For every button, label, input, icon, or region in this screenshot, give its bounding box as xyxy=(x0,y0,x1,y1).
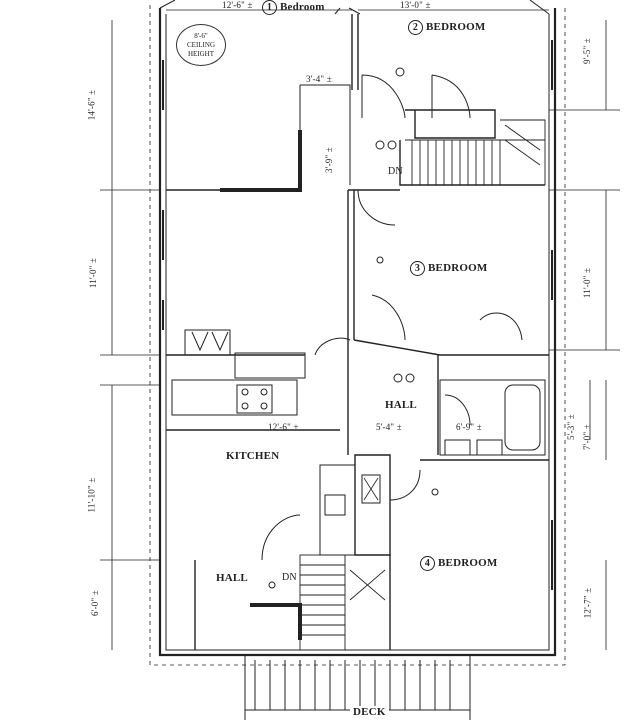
bathroom xyxy=(439,379,546,456)
room-label-deck: DECK xyxy=(350,706,389,718)
dim-right-bedroom-3: 11'-0" ± xyxy=(582,267,593,299)
dashed-outline xyxy=(149,5,566,666)
dim-right-bedroom-2: 9'-5" ± xyxy=(581,38,592,64)
stairs-upper xyxy=(405,119,546,185)
room-label-hall-lower: HALL xyxy=(216,572,248,584)
dim-left-kitchen: 11'-10" ± xyxy=(86,477,97,513)
dim-closet-depth: 3'-9" ± xyxy=(323,147,334,173)
stairs-lower xyxy=(299,554,391,651)
dim-top-right: 13'-0" ± xyxy=(400,0,431,10)
dim-right-bath-b: 7'-0" ± xyxy=(581,424,592,450)
door-swing xyxy=(261,514,301,561)
dimension-lines xyxy=(100,9,620,650)
room-number-2: 2 xyxy=(408,20,423,35)
ceiling-note-line1: 8'-6" xyxy=(194,31,208,40)
room-name-bedroom-4: BEDROOM xyxy=(438,557,498,570)
ceiling-note-line3: HEIGHT xyxy=(187,49,215,58)
room-name-bedroom-3: BEDROOM xyxy=(428,262,488,275)
dim-right-bath-a: 5'-3" ± xyxy=(565,414,576,440)
dim-right-bedroom-4: 12'-7" ± xyxy=(582,587,593,619)
windows xyxy=(162,40,553,590)
partition-wall xyxy=(351,14,359,90)
ceiling-note-line2: CEILING xyxy=(187,40,215,49)
dim-hall-width: 5'-4" ± xyxy=(376,422,402,432)
stair-down-label-lower: DN xyxy=(282,572,297,583)
refrigerator-x xyxy=(363,477,379,501)
partition-wall xyxy=(347,340,439,455)
partition-wall xyxy=(347,190,355,340)
room-name-bedroom-2: BEDROOM xyxy=(426,21,486,34)
room-label-kitchen: KITCHEN xyxy=(226,450,280,462)
closet-heavy-wall xyxy=(220,130,302,192)
partition-wall xyxy=(166,429,549,461)
dim-left-hall: 6'-0" ± xyxy=(89,590,100,616)
door-swing xyxy=(389,469,421,501)
roof-line xyxy=(159,0,550,15)
dim-kitchen-width: 12'-6" ± xyxy=(268,422,299,432)
door-swing xyxy=(357,189,396,226)
door-swing xyxy=(479,312,523,341)
exterior-wall xyxy=(158,8,557,657)
kitchen-counters xyxy=(171,329,306,416)
door-swing xyxy=(314,337,351,356)
dim-left-bedroom-1: 14'-6" ± xyxy=(86,89,97,121)
refrigerator xyxy=(361,474,381,504)
ceiling-height-note: 8'-6" CEILING HEIGHT xyxy=(176,24,226,66)
dim-top-left: 12'-6" ± xyxy=(222,0,253,10)
door-swing xyxy=(431,74,471,119)
room-label-hall-upper: HALL xyxy=(385,399,417,411)
room-number-1: 1 xyxy=(262,0,277,15)
stair-wall xyxy=(399,140,545,186)
room-number-3: 3 xyxy=(410,261,425,276)
kitchen-sink xyxy=(324,494,346,516)
heavy-wall xyxy=(250,603,302,640)
partition-wall xyxy=(405,109,496,139)
partition-wall xyxy=(194,555,391,650)
door-swing xyxy=(361,74,406,119)
stair-down-label-upper: DN xyxy=(388,166,403,177)
dim-bath-width: 6'-9" ± xyxy=(456,422,482,432)
dim-left-bedroom-3: 11'-0" ± xyxy=(88,257,99,289)
room-name-bedroom-1: Bedroom xyxy=(280,1,325,14)
closet-wall xyxy=(299,84,351,190)
partition-wall xyxy=(354,454,391,556)
door-swing xyxy=(371,294,406,341)
dim-closet-width: 3'-4" ± xyxy=(306,74,332,84)
outlets xyxy=(268,67,439,589)
room-number-4: 4 xyxy=(420,556,435,571)
